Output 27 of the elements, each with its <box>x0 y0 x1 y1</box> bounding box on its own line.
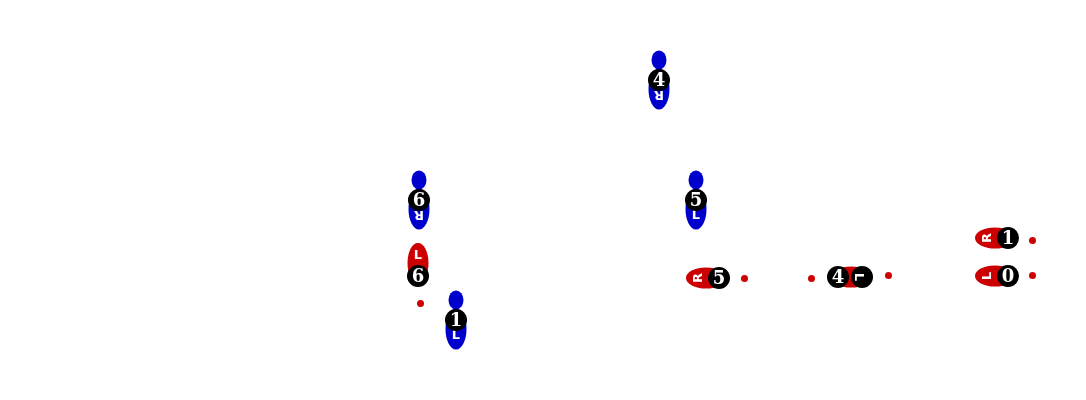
foot-letter: R <box>980 232 994 245</box>
footprint <box>407 243 429 287</box>
step-number: 4 <box>648 69 670 91</box>
step-number: 1 <box>445 309 467 331</box>
step-number: 6 <box>407 265 429 287</box>
foot-letter: R <box>653 88 665 102</box>
foot-letter: L <box>450 328 462 342</box>
step-number: 1 <box>997 227 1019 249</box>
foot-letter: L <box>980 270 994 283</box>
footprint <box>827 266 871 288</box>
step-number: 4 <box>827 266 849 288</box>
footprint <box>686 267 730 289</box>
footprint <box>975 227 1019 249</box>
step-number: 6 <box>408 189 430 211</box>
footprint <box>408 170 430 230</box>
foot-letter: R <box>413 208 425 222</box>
step-number: 5 <box>708 267 730 289</box>
footprint <box>648 50 670 110</box>
step-number: 0 <box>997 265 1019 287</box>
foot-letter: L <box>852 271 866 284</box>
step-number: 5 <box>685 189 707 211</box>
footprint <box>445 290 467 350</box>
foot-letter: L <box>412 248 424 262</box>
foot-letter: L <box>690 208 702 222</box>
footprint <box>975 265 1019 287</box>
footprint <box>685 170 707 230</box>
foot-letter: R <box>691 272 705 285</box>
